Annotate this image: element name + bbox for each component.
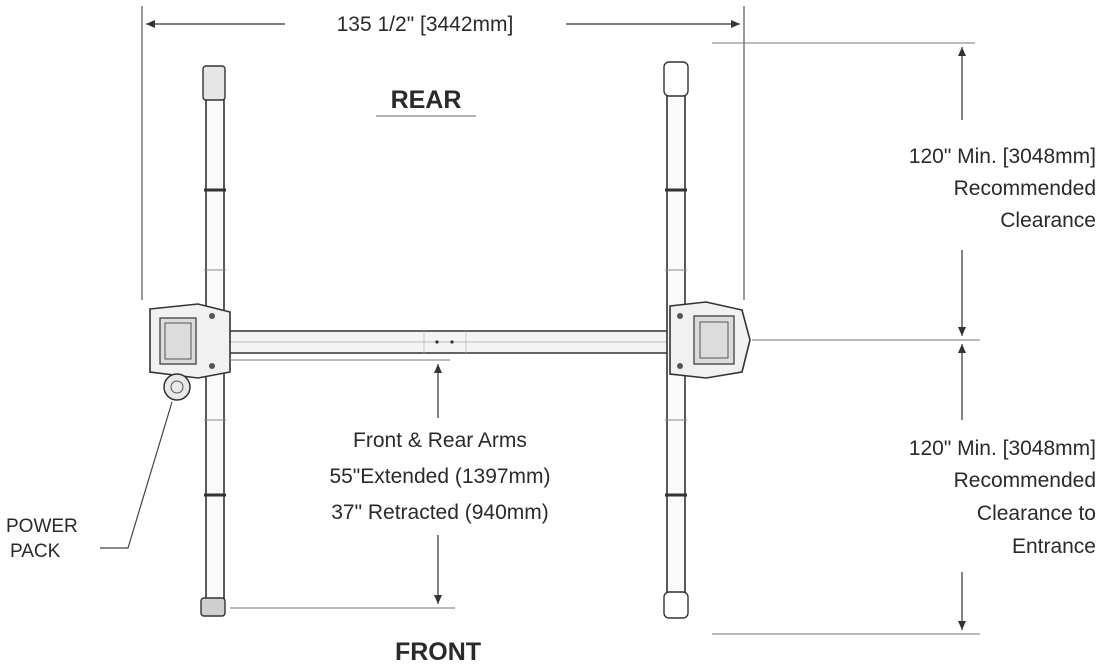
arms-label-line-2: 55"Extended (1397mm) xyxy=(329,465,550,488)
rear-clearance-line-2: Recommended xyxy=(954,177,1096,200)
front-label: FRONT xyxy=(395,638,481,666)
rear-clearance-line-3: Clearance xyxy=(1000,209,1096,232)
clearance-dimensions: 120" Min. [3048mm] Recommended Clearance… xyxy=(712,42,1096,635)
front-clearance-line-1: 120" Min. [3048mm] xyxy=(909,437,1096,460)
rear-label: REAR xyxy=(391,86,462,114)
power-pack-label-line-2: PACK xyxy=(10,541,61,562)
rear-clearance-line-1: 120" Min. [3048mm] xyxy=(909,145,1096,168)
power-pack-label-line-1: POWER xyxy=(6,516,78,537)
cross-beam xyxy=(194,330,696,354)
left-arm-assembly xyxy=(149,65,231,617)
arm-length-dimension: Front & Rear Arms 55"Extended (1397mm) 3… xyxy=(230,359,551,609)
front-clearance-line-2: Recommended xyxy=(954,469,1096,492)
width-label: 135 1/2" [3442mm] xyxy=(337,13,514,36)
arms-label-line-1: Front & Rear Arms xyxy=(353,429,527,452)
front-clearance-line-3: Clearance to xyxy=(977,502,1096,525)
front-clearance-line-4: Entrance xyxy=(1012,535,1096,558)
power-pack-icon xyxy=(163,373,191,401)
right-arm-assembly xyxy=(663,61,751,619)
arms-label-line-3: 37" Retracted (940mm) xyxy=(331,501,549,524)
power-pack-callout: POWER PACK xyxy=(6,401,173,562)
width-dimension: 135 1/2" [3442mm] xyxy=(141,6,745,300)
